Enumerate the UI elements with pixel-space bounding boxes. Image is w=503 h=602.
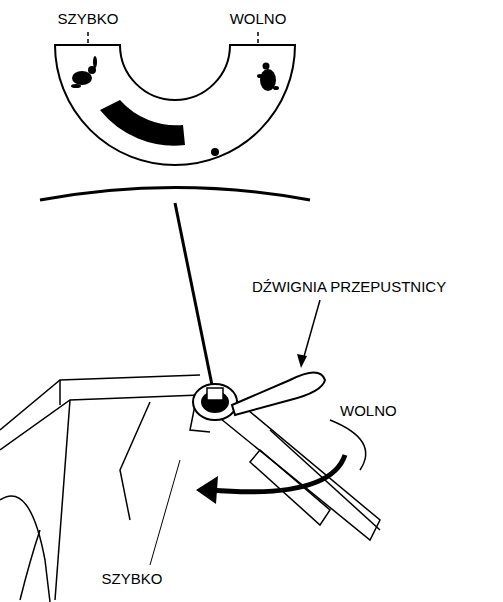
- arrow-head: [297, 354, 307, 368]
- throttle-knob: [193, 384, 237, 420]
- speed-label: WOLNO: [228, 10, 289, 28]
- rabbit-icon: [71, 56, 97, 88]
- arrow-head: [196, 476, 218, 504]
- speed-wedge: [100, 100, 185, 146]
- turtle-icon: [257, 63, 279, 92]
- part-label: DŹWIGNIA PRZEPUSTNICY: [250, 278, 448, 296]
- range-line: [330, 420, 366, 470]
- dial-dot: [211, 148, 219, 156]
- dial-base-curve: [40, 188, 310, 201]
- handle-frame: [0, 375, 380, 602]
- speed-label: SZYBKO: [56, 10, 121, 28]
- motion-arrow: [210, 455, 345, 492]
- speed-label: SZYBKO: [100, 570, 165, 588]
- leader-line: [303, 300, 320, 360]
- throttle-dial: [55, 45, 295, 165]
- speed-label: WOLNO: [338, 402, 399, 420]
- leader-line: [175, 203, 212, 385]
- leader-line: [150, 460, 180, 565]
- throttle-lever: [232, 373, 325, 416]
